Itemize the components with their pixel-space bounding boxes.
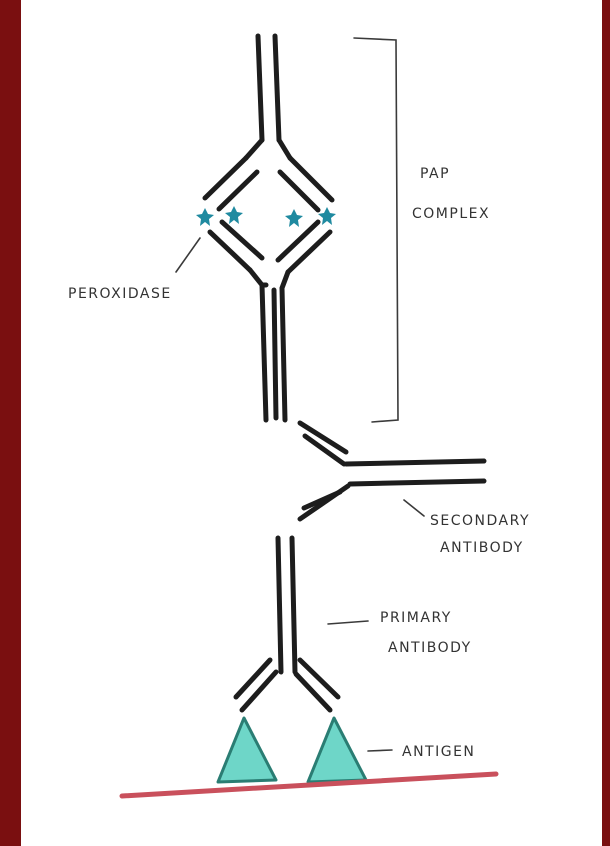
peroxidase-label: PEROXIDASE bbox=[68, 286, 172, 302]
primary-stem-right bbox=[292, 538, 295, 672]
pap-lower-left-arm-inner bbox=[222, 222, 262, 258]
pap-lower-right-arm-outer bbox=[288, 232, 330, 272]
pap-top-stem-left bbox=[258, 36, 262, 140]
pap-lower-stem-center bbox=[274, 290, 276, 418]
pap-complex bbox=[205, 36, 332, 420]
primary-antibody-label-line1: PRIMARY bbox=[380, 610, 452, 626]
peroxidase-icon bbox=[225, 206, 243, 224]
primary-right-arm-inner bbox=[296, 674, 330, 710]
pap-complex-bracket bbox=[354, 38, 398, 422]
pap-lower-left-arm-outer bbox=[210, 232, 250, 270]
secondary-leader-line bbox=[404, 500, 424, 516]
peroxidase-icon bbox=[196, 208, 214, 226]
pap-lower-stem-left-outer bbox=[250, 270, 266, 420]
secondary-stem-lower bbox=[350, 481, 484, 484]
antigen-triangle bbox=[218, 718, 276, 782]
pap-lower-stem-right-outer bbox=[282, 272, 288, 420]
secondary-antibody-label-line1: SECONDARY bbox=[430, 513, 530, 529]
secondary-antibody-label-line2: ANTIBODY bbox=[440, 540, 524, 556]
primary-left-arm-inner bbox=[242, 672, 276, 710]
pap-upper-left-arm-top bbox=[246, 140, 262, 158]
peroxidase-icon bbox=[318, 207, 336, 225]
secondary-antibody bbox=[300, 423, 484, 519]
primary-stem-left bbox=[278, 538, 281, 672]
pap-upper-right-arm-outer bbox=[290, 158, 332, 200]
pap-lower-right-arm-inner bbox=[278, 222, 318, 260]
primary-antibody bbox=[236, 538, 338, 710]
antigen-leader-line bbox=[368, 750, 392, 751]
pap-complex-label-line1: PAP bbox=[420, 166, 450, 182]
antigen-label: ANTIGEN bbox=[402, 744, 475, 760]
pap-complex-label-line2: COMPLEX bbox=[412, 206, 490, 222]
primary-antibody-label-line2: ANTIBODY bbox=[388, 640, 472, 656]
peroxidase-leader-line bbox=[176, 238, 200, 272]
peroxidase-icon bbox=[285, 209, 303, 227]
primary-left-arm-outer bbox=[236, 660, 270, 697]
primary-right-arm-outer bbox=[300, 660, 338, 697]
antigens bbox=[218, 718, 366, 782]
secondary-stem-upper bbox=[346, 461, 484, 464]
pap-top-stem-right bbox=[275, 36, 279, 140]
primary-leader-line bbox=[328, 621, 368, 624]
pap-upper-right-arm-top bbox=[279, 140, 290, 158]
antigen-triangle bbox=[308, 718, 366, 782]
